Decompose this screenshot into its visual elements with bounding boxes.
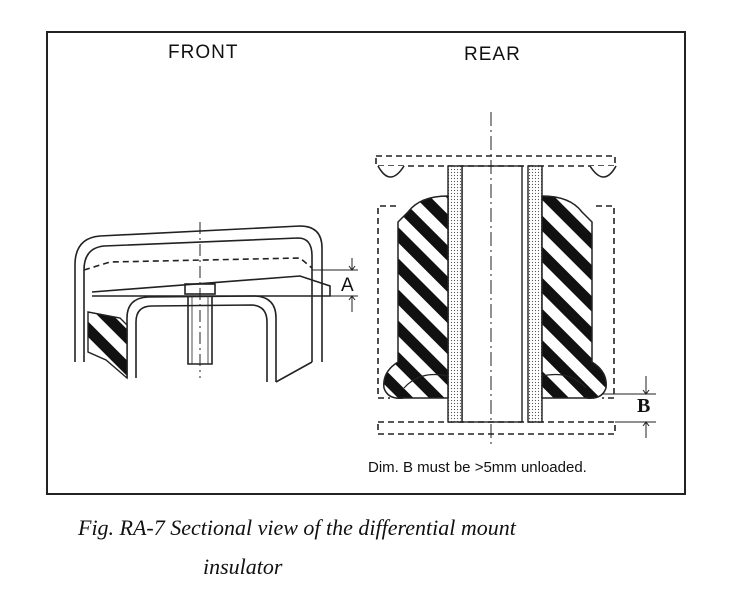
front-label: FRONT [168,42,239,63]
right-rubber-bushing [541,195,607,400]
diagram-frame [46,31,686,495]
rear-label: REAR [464,44,521,65]
dimension-b-label: B [637,395,651,417]
front-mount-view [74,222,331,383]
rear-mount-view [375,112,656,448]
left-bushing-curve [403,373,449,389]
dimension-a-label: A [341,275,354,296]
dimension-a-marker [312,258,358,312]
figure-caption-line1: Fig. RA-7 Sectional view of the differen… [78,515,516,540]
figure-caption-line2: insulator [203,554,283,579]
dimension-note: Dim. B must be >5mm unloaded. [368,459,587,476]
right-bushing-curve [541,373,587,389]
front-rubber-insulator [87,311,128,380]
left-rubber-bushing [383,195,449,400]
